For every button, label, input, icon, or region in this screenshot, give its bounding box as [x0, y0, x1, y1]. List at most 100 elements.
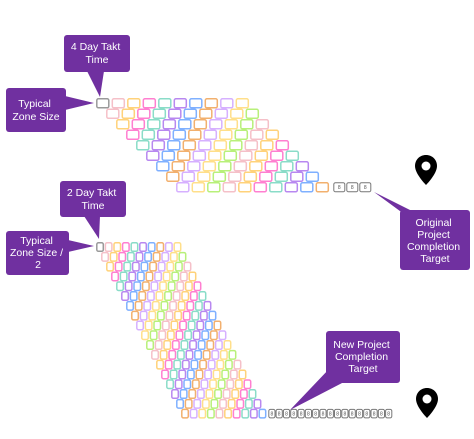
zone-box: [129, 291, 138, 302]
zone-box: [156, 310, 165, 321]
zone-box: [137, 108, 151, 120]
zone-box: [223, 340, 232, 351]
zone-box: [189, 98, 203, 109]
completion-badge: 8: [326, 408, 334, 419]
completion-badge: 8: [312, 408, 320, 419]
zone-box: [150, 281, 159, 292]
zone-box: [222, 389, 231, 400]
badge-box: [282, 408, 291, 419]
zone-box: [136, 320, 145, 331]
completion-badge: 8: [385, 408, 393, 419]
zone-box: [193, 119, 208, 130]
zone-box: [250, 129, 264, 141]
zone-box: [192, 150, 207, 162]
badge-box: [268, 408, 276, 419]
zone-box: [183, 108, 198, 120]
zone-box: [193, 281, 202, 292]
zone-box: [218, 330, 227, 341]
zone-box: [201, 330, 210, 341]
badge-box: [377, 408, 385, 419]
zone-box: [196, 320, 205, 331]
zone-box: [234, 379, 243, 390]
zone-box: [254, 150, 269, 162]
zone-box: [124, 281, 133, 292]
zone-box: [188, 389, 197, 400]
zone-box: [280, 161, 294, 172]
badge-label: 8: [322, 411, 325, 417]
zone-box: [204, 320, 213, 331]
zone-box: [142, 98, 157, 109]
zone-box: [245, 108, 260, 120]
badge-box: [355, 408, 364, 419]
callout-pointer: [68, 240, 94, 252]
zone-box: [126, 251, 135, 262]
zone-box: [187, 161, 201, 172]
zone-box: [172, 291, 181, 302]
zone-box: [189, 408, 198, 419]
zone-box: [206, 340, 215, 351]
zone-box: [121, 108, 136, 120]
zone-box: [219, 129, 233, 141]
badge-label: 8: [373, 411, 376, 417]
zone-box: [168, 349, 177, 360]
badge-label: 8: [292, 411, 295, 417]
zone-box: [114, 261, 123, 272]
badge-label: 8: [278, 411, 281, 417]
callout-box: [326, 331, 400, 383]
zone-box: [157, 129, 171, 141]
zone-box: [219, 398, 228, 409]
callout-half-zone-size: Typical Zone Size / 2: [6, 231, 94, 275]
zone-box: [290, 171, 304, 183]
callout-label: Typical Zone Size: [12, 98, 59, 123]
zone-box: [139, 310, 148, 321]
zone-box: [259, 171, 273, 183]
zone-box: [168, 108, 182, 120]
zone-box: [194, 349, 203, 360]
zone-box: [207, 359, 216, 370]
zone-box: [111, 271, 120, 282]
zone-box: [146, 150, 160, 162]
badge-label: 8: [380, 411, 383, 417]
zone-box: [212, 369, 221, 380]
zone-box: [171, 271, 180, 282]
zone-box: [173, 242, 182, 253]
zone-box: [224, 408, 233, 419]
zone-box: [185, 349, 194, 360]
zone-box: [146, 340, 155, 351]
zone-box: [243, 171, 258, 183]
zone-box: [147, 242, 156, 253]
map-pin-icon: [416, 388, 438, 418]
zone-box: [143, 300, 152, 311]
zone-box: [131, 119, 146, 130]
badge-box: [359, 182, 372, 193]
zone-box: [300, 182, 314, 193]
zone-box: [119, 271, 128, 282]
zone-box: [179, 271, 188, 282]
zone-box: [189, 340, 198, 351]
zone-box: [174, 310, 183, 321]
zone-box: [253, 182, 268, 193]
zone-box: [190, 359, 199, 370]
callout-box: [64, 35, 130, 72]
zone-box: [284, 182, 299, 193]
zone-box: [127, 98, 141, 109]
zone-box: [232, 408, 241, 419]
completion-badge: 8: [359, 182, 372, 193]
completion-badge: 8: [290, 408, 298, 419]
zone-box: [180, 340, 189, 351]
zone-box: [164, 242, 173, 253]
zone-box: [187, 320, 196, 331]
badge-label: 8: [365, 411, 368, 417]
zone-box: [158, 98, 172, 109]
zone-box: [148, 310, 157, 321]
zone-box: [194, 300, 203, 311]
badge-label: 8: [351, 185, 354, 191]
zone-box: [202, 161, 217, 172]
zone-box: [164, 359, 173, 370]
badge-box: [304, 408, 312, 419]
zone-box: [176, 349, 185, 360]
zone-box: [214, 340, 223, 351]
zone-box: [183, 261, 192, 272]
zone-box: [167, 140, 181, 151]
